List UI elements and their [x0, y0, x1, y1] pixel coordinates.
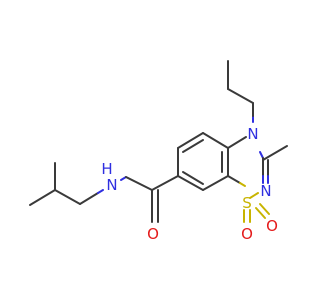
bond-isobutyl-ch [54, 189, 81, 205]
bond-s-o-right-1 [255, 207, 266, 219]
sulfur-label: S [242, 194, 252, 212]
bond-ring-b-inner [182, 139, 204, 153]
bond-methyl-a [29, 189, 56, 206]
bond-s-o-right-2 [259, 203, 270, 215]
sulfonyl-oxygen-1-label: O [241, 225, 253, 243]
sulfonyl-oxygen-2-label: O [266, 217, 278, 235]
bond-ring-c [202, 132, 229, 149]
structure-canvas: N H O N N S O O [29, 60, 288, 243]
bond-ring-n4 [227, 136, 247, 149]
bond-ch2-n [79, 192, 99, 205]
ring-nitrogen-2-label: N [260, 182, 271, 200]
molecule-structure: N H O N N S O O [29, 60, 288, 243]
bond-ring-s [227, 175, 241, 184]
bond-c3-methyl [262, 145, 288, 161]
bond-propyl-b [227, 88, 254, 104]
bond-n-carbonyl [125, 176, 153, 191]
bond-n4-c3-tip [259, 151, 264, 159]
bond-ring-f-inner [182, 171, 204, 185]
bond-ring-e [202, 175, 229, 191]
amide-hydrogen-label: H [101, 160, 112, 178]
bond-ring-b [177, 132, 204, 149]
ring-nitrogen-4-label: N [247, 125, 258, 143]
bond-carbonyl-ring [151, 175, 179, 191]
bond-n2-s [249, 192, 259, 199]
amide-nitrogen-label: N [106, 176, 117, 194]
bond-ch2-n-tip [97, 189, 104, 194]
carbonyl-oxygen-label: O [147, 225, 159, 243]
bond-ring-f [177, 175, 204, 191]
bond-ring-s-tip [239, 182, 246, 187]
